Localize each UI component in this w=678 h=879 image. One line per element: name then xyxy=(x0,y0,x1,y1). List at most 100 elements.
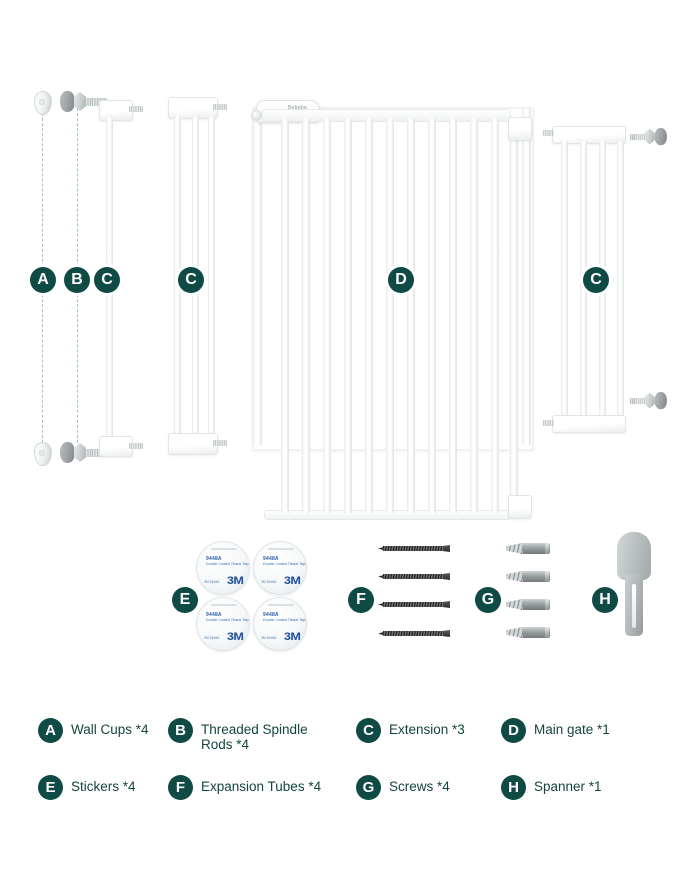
sticker-code: 9448A xyxy=(206,556,222,562)
sticker-description: Double Coated Tissue Tape xyxy=(263,618,307,622)
legend-item-wall-cups: A Wall Cups *4 xyxy=(0,718,168,752)
screw-head xyxy=(443,545,450,552)
extension-bottom-bracket xyxy=(168,433,218,455)
diagram-marker-b: B xyxy=(64,267,90,293)
extension-bottom-stub xyxy=(213,440,227,446)
sticker-brand: 3M xyxy=(283,575,301,587)
screw xyxy=(378,573,450,580)
threaded-spindle-rod-top xyxy=(60,91,108,113)
sticker-brand: 3M xyxy=(226,575,244,587)
screw-head xyxy=(443,630,450,637)
legend-item-spindle-rods: B Threaded Spindle Rods *4 xyxy=(168,718,356,752)
gate-bar xyxy=(428,119,436,513)
extension-top-stub-left xyxy=(543,130,554,136)
sticker: 9448A Double Coated Tissue Tape 3M 9448A… xyxy=(196,597,250,651)
expansion-tube-fins xyxy=(506,571,523,582)
legend-label-stickers: Stickers *4 xyxy=(71,779,136,794)
sticker-top-line xyxy=(268,604,294,606)
expansion-tube-ring xyxy=(545,627,549,638)
screw-thread xyxy=(383,574,444,579)
spindle-knob xyxy=(60,91,75,112)
spindle-nut xyxy=(73,443,87,462)
legend-item-main-gate: D Main gate *1 xyxy=(501,718,651,752)
sticker-code: 9448A xyxy=(206,612,222,618)
gate-bar xyxy=(365,119,373,513)
gate-latch-knob[interactable] xyxy=(251,110,262,121)
accessories-row: 9448A Double Coated Tissue Tape 3M 9448A… xyxy=(0,500,678,690)
screw-head xyxy=(443,601,450,608)
legend-row-1: A Wall Cups *4 B Threaded Spindle Rods *… xyxy=(0,718,678,752)
sticker: 9448A Double Coated Tissue Tape 3M 9448A… xyxy=(253,597,307,651)
extension-top-bracket xyxy=(99,100,133,121)
screw xyxy=(378,601,450,608)
spanner-tool xyxy=(607,532,667,650)
spindle-knob xyxy=(60,442,75,463)
gate-bar xyxy=(344,119,352,513)
accessory-marker-h: H xyxy=(592,587,618,613)
screw xyxy=(378,545,450,552)
legend-item-stickers: E Stickers *4 xyxy=(0,775,168,800)
sticker-top-line xyxy=(211,548,237,550)
sticker-fine-print: 3M 9448A xyxy=(204,580,220,585)
extension-top-stub xyxy=(129,106,143,112)
screw-thread xyxy=(383,631,444,636)
expansion-tube-fins xyxy=(506,627,523,638)
sticker: 9448A Double Coated Tissue Tape 3M 9448A… xyxy=(196,541,250,595)
gate-right-post xyxy=(522,109,531,445)
screw xyxy=(378,630,450,637)
legend-badge-a: A xyxy=(38,718,63,743)
diagram-marker-c-narrow: C xyxy=(94,267,120,293)
exploded-parts-diagram: Bebebe xyxy=(30,91,669,520)
spindle-nut xyxy=(644,392,655,409)
extension-top-stub xyxy=(213,104,227,110)
sticker-brand: 3M xyxy=(283,631,301,643)
expansion-tube xyxy=(506,627,550,638)
gate-bar xyxy=(449,119,457,513)
expansion-tube-ring xyxy=(545,599,549,610)
gate-bar xyxy=(302,119,310,513)
sticker: 9448A Double Coated Tissue Tape 3M 9448A… xyxy=(253,541,307,595)
sticker-top-line xyxy=(211,604,237,606)
expansion-tube-fins xyxy=(506,599,523,610)
expansion-tube-ring xyxy=(545,571,549,582)
screw-tip xyxy=(378,631,385,636)
spanner-head xyxy=(617,532,651,580)
spindle-shaft xyxy=(85,98,107,106)
legend-row-2: E Stickers *4 F Expansion Tubes *4 G Scr… xyxy=(0,775,678,800)
screw-thread xyxy=(383,602,444,607)
sticker-description: Double Coated Tissue Tape xyxy=(263,562,307,566)
attached-spindle-top xyxy=(630,128,669,146)
extension-bar xyxy=(561,141,568,422)
expansion-tube-body xyxy=(519,543,550,554)
wall-cup-bottom xyxy=(34,442,52,466)
legend-label-expansion-tubes: Expansion Tubes *4 xyxy=(201,779,322,794)
legend-badge-b: B xyxy=(168,718,193,743)
expansion-tube-body xyxy=(519,571,550,582)
screw-head xyxy=(443,573,450,580)
diagram-marker-a: A xyxy=(30,267,56,293)
extension-bottom-bracket xyxy=(99,436,133,457)
legend-label-main-gate: Main gate *1 xyxy=(534,722,610,737)
spindle-nut xyxy=(644,128,655,145)
main-gate: Bebebe xyxy=(250,95,540,520)
extension-bottom-bracket xyxy=(552,415,626,433)
sticker-code: 9448A xyxy=(263,612,279,618)
extension-bar xyxy=(617,141,624,422)
expansion-tube-ring xyxy=(545,543,549,554)
legend-label-spanner: Spanner *1 xyxy=(534,779,602,794)
gate-bar xyxy=(407,119,415,513)
gate-bar xyxy=(510,119,518,513)
spindle-knob xyxy=(654,392,667,410)
threaded-spindle-rod-bottom xyxy=(60,442,108,464)
spindle-shaft xyxy=(630,133,647,141)
sticker-fine-print: 3M 9448A xyxy=(204,636,220,641)
expansion-tube-body xyxy=(519,599,550,610)
sticker-description: Double Coated Tissue Tape xyxy=(206,618,250,622)
diagram-marker-c-wide: C xyxy=(583,267,609,293)
gate-bar xyxy=(386,119,394,513)
parts-legend: A Wall Cups *4 B Threaded Spindle Rods *… xyxy=(0,700,678,830)
screw-tip xyxy=(378,602,385,607)
spindle-shaft xyxy=(85,449,107,457)
screw-thread xyxy=(383,546,444,551)
gate-bar xyxy=(323,119,331,513)
